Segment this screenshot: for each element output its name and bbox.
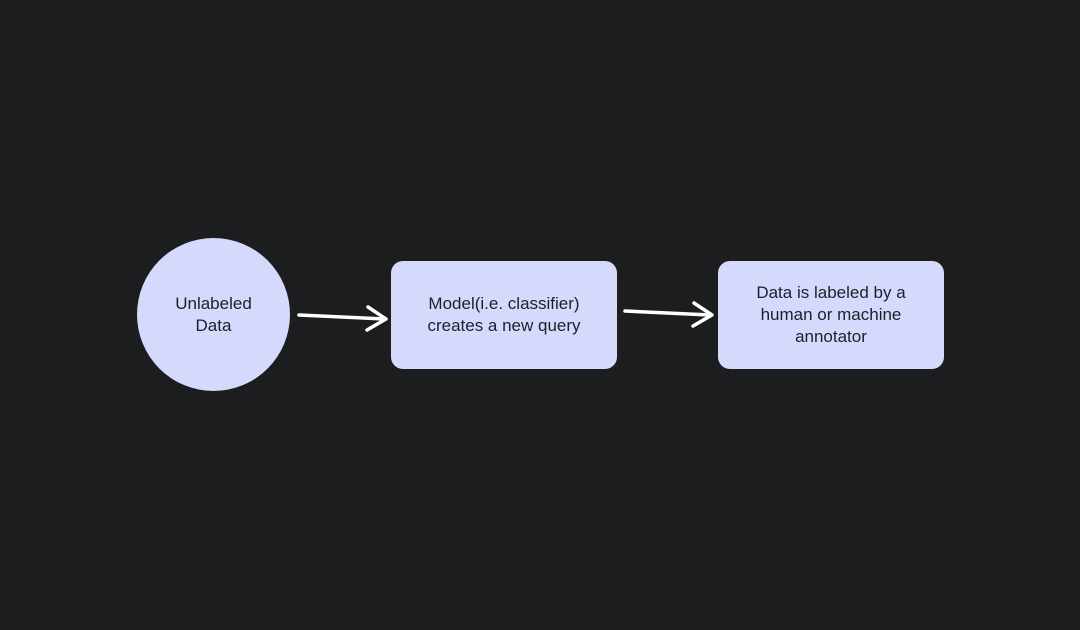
arrow-head: [365, 305, 388, 332]
model-query-label: Model(i.e. classifier) creates a new que…: [427, 294, 581, 335]
data-labeling-label: Data is labeled by a human or machine an…: [756, 283, 906, 346]
unlabeled-data-label: Unlabeled Data: [175, 293, 252, 335]
unlabeled-data-node: Unlabeled Data: [137, 238, 290, 391]
arrow-right-icon: [623, 301, 714, 328]
arrow-shaft: [297, 313, 386, 321]
data-labeling-node: Data is labeled by a human or machine an…: [718, 261, 944, 369]
arrow-right-icon: [297, 305, 388, 332]
arrow-shaft: [623, 309, 712, 317]
arrow-head: [691, 301, 714, 328]
model-query-node: Model(i.e. classifier) creates a new que…: [391, 261, 617, 369]
